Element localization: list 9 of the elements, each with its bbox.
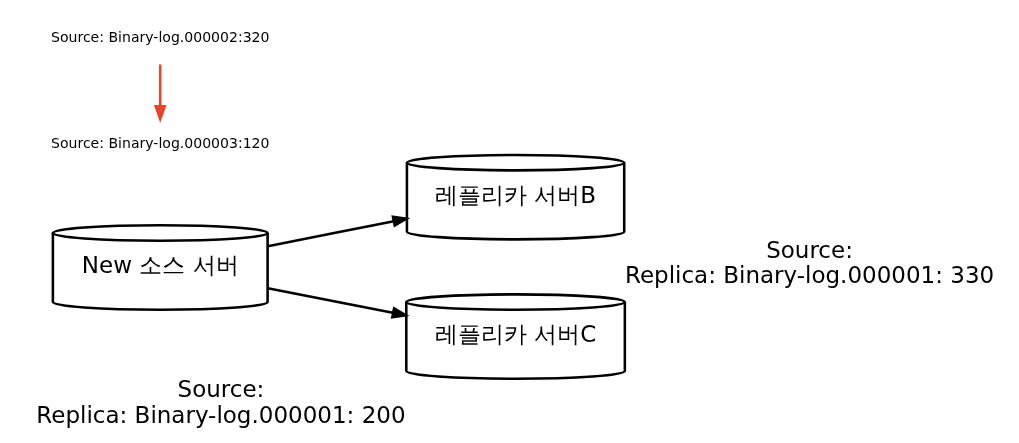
arrow [153,64,167,123]
node-label: Replica: Binary-log.000001: 200 [36,401,406,428]
node-label: Source: [177,376,265,403]
arrow [267,215,411,248]
node-text: Source: Binary-log.000002:320 [51,29,270,46]
arrow [267,287,410,319]
node-text: Source: Binary-log.000003:120 [51,135,270,152]
node-label: Replica: Binary-log.000001: 330 [624,262,995,289]
node-label: Source: [766,236,853,263]
